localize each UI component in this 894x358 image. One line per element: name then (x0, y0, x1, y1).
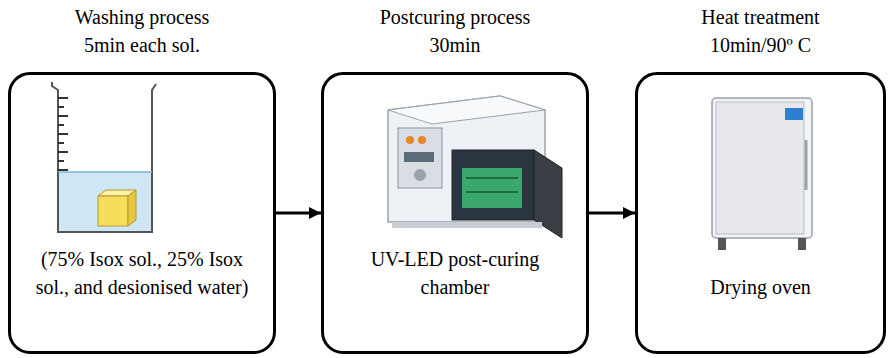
heading: Heat treatment 10min/90º C (686, 3, 836, 59)
oven-illustration-part (712, 98, 812, 238)
flow-arrow (589, 212, 635, 215)
heading: Postcuring process 30min (360, 3, 550, 59)
uv-chamber-illustration-part (466, 191, 518, 193)
graduation-marks-part (58, 115, 68, 117)
beaker-illustration-part (98, 196, 128, 226)
heading: Washing process 5min each sol. (57, 3, 227, 59)
uv-chamber-illustration-part (388, 96, 545, 222)
process-box: Washing process 5min each sol.(75% Isox … (8, 72, 276, 354)
beaker-illustration-part (58, 171, 152, 173)
uv-chamber-illustration-part (388, 96, 545, 124)
uv-chamber-illustration-part (466, 177, 518, 179)
body-text: UV-LED post-curing chamber (355, 245, 555, 301)
uv-chamber-illustration-part (462, 168, 522, 208)
uv-chamber-illustration-part (406, 136, 414, 144)
oven-illustration-part (785, 108, 803, 120)
graduation-marks-part (58, 160, 64, 162)
uv-chamber-illustration-part (398, 128, 442, 188)
oven-illustration-part (805, 140, 808, 190)
graduation-marks (58, 98, 68, 170)
beaker-illustration-part (52, 82, 156, 232)
oven-illustration-part (716, 102, 804, 234)
uv-chamber-illustration-part (414, 169, 426, 181)
graduation-marks-part (58, 151, 68, 153)
uv-chamber-illustration-part (404, 152, 434, 162)
body-text: (75% Isox sol., 25% Isox sol., and desio… (35, 245, 250, 301)
graduation-marks-part (58, 169, 68, 171)
graduation-marks-part (58, 133, 68, 135)
process-box: Postcuring process 30minUV-LED post-curi… (321, 72, 589, 354)
oven-illustration (712, 98, 812, 250)
beaker-illustration (52, 82, 156, 232)
uv-chamber-illustration (388, 96, 562, 238)
beaker-illustration-part (58, 172, 152, 232)
graduation-marks-part (58, 97, 68, 99)
graduation-marks-part (58, 124, 64, 126)
oven-illustration-part (718, 238, 726, 250)
uv-chamber-illustration-part (418, 136, 426, 144)
graduation-marks-part (58, 142, 64, 144)
uv-chamber-illustration-part (452, 150, 534, 220)
uv-chamber-illustration-part (392, 222, 542, 228)
beaker-illustration-part (128, 190, 136, 226)
process-box: Heat treatment 10min/90º CDrying oven (635, 72, 886, 354)
graduation-marks-part (58, 106, 64, 108)
body-text: Drying oven (661, 273, 861, 301)
flow-arrow (276, 212, 321, 215)
oven-illustration-part (798, 238, 806, 250)
